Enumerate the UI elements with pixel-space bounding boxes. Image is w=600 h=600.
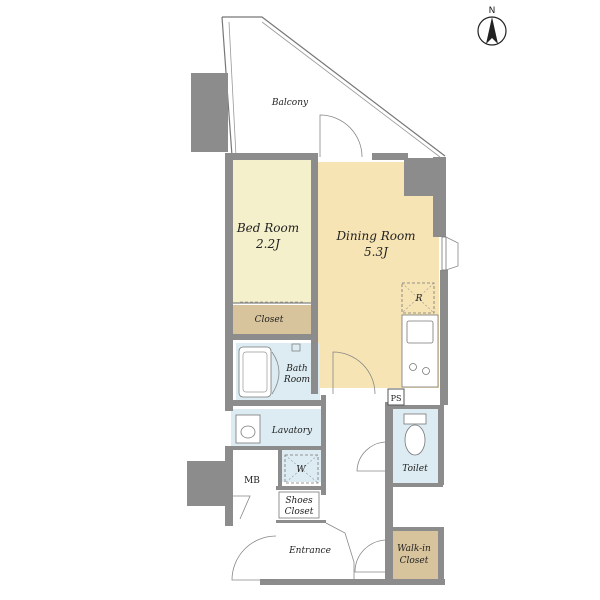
toilet-tank-icon xyxy=(403,413,427,425)
window xyxy=(441,236,447,271)
fridge-space xyxy=(401,282,435,314)
stove-burner-icon xyxy=(409,363,417,371)
bedroom-label: Bed Room xyxy=(236,221,299,235)
compass-north-label: N xyxy=(489,6,496,16)
shoes-closet-label: Shoes xyxy=(285,496,313,506)
washer-label: W xyxy=(296,465,306,475)
lavatory-label: Lavatory xyxy=(271,426,313,436)
toilet-label: Toilet xyxy=(402,464,428,474)
bath-room-label: Bath xyxy=(285,364,307,374)
closet-door-swing xyxy=(354,539,388,573)
closet-label: Closet xyxy=(255,315,284,325)
bedroom xyxy=(233,160,311,303)
fridge-label: R xyxy=(415,294,423,304)
washer-box xyxy=(284,454,319,484)
bath-fixture-icon xyxy=(291,343,301,352)
shoes-closet xyxy=(278,491,320,519)
entrance-door-swing xyxy=(231,535,277,581)
ps-label: PS xyxy=(391,394,402,403)
north-compass: N xyxy=(477,6,507,46)
kitchen-counter xyxy=(401,314,439,388)
window-swing xyxy=(445,236,459,271)
wash-basin-icon xyxy=(235,414,261,444)
stove-burner-icon xyxy=(422,367,430,375)
walk-in-closet xyxy=(391,530,438,580)
bathtub-icon xyxy=(238,346,272,398)
shoes-closet-label-2: Closet xyxy=(285,507,314,517)
dining-room-label: Dining Room xyxy=(335,229,415,243)
bedroom-size: 2.2J xyxy=(255,237,281,251)
sink-icon xyxy=(406,320,434,344)
closet xyxy=(231,305,311,334)
balcony-door-swing xyxy=(319,114,363,158)
balcony-label: Balcony xyxy=(271,98,309,108)
toilet-bowl-icon xyxy=(404,424,426,456)
entrance-label: Entrance xyxy=(288,546,331,556)
mb-label: MB xyxy=(244,476,260,486)
walk-in-closet-label-2: Closet xyxy=(400,556,429,566)
toilet-door-swing xyxy=(356,441,388,472)
balcony-outline xyxy=(222,16,446,157)
ps-shaft xyxy=(387,388,405,406)
compass-arrow-icon xyxy=(486,17,498,44)
walls xyxy=(187,73,448,585)
walk-in-closet-label: Walk-in xyxy=(397,544,431,554)
dining-room-size: 5.3J xyxy=(364,245,389,259)
dining-door-swing xyxy=(332,351,376,395)
balcony: Balcony xyxy=(221,16,446,158)
bath-room-label-2: Room xyxy=(283,375,310,385)
